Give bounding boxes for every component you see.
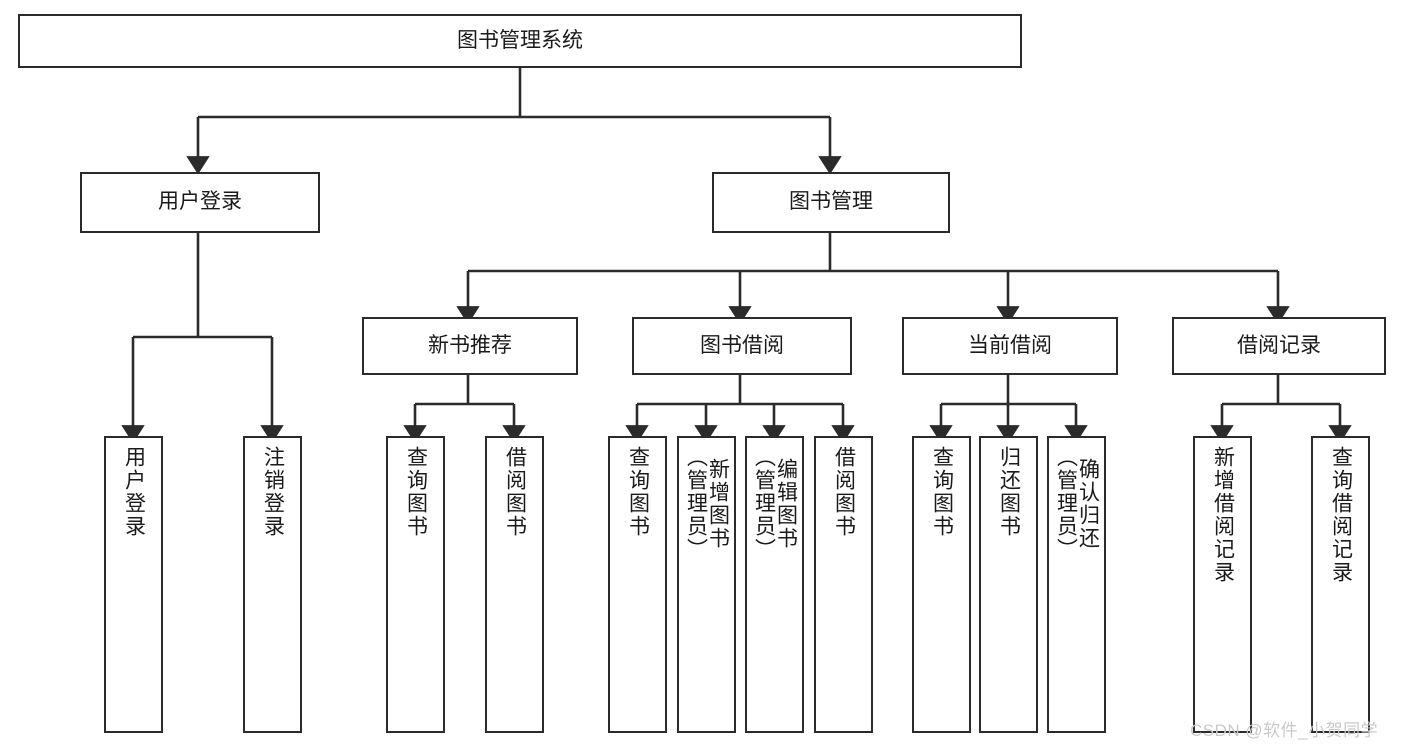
leaf-user-login[interactable]: 用户登录 — [104, 436, 163, 733]
leaf-borrow-add-book-admin[interactable]: 新增图书 （管理员） — [677, 436, 736, 733]
node-label: 图书管理 — [789, 190, 873, 214]
leaf-borrow-borrow-book[interactable]: 借阅图书 — [814, 436, 873, 733]
node-book-borrow[interactable]: 图书借阅 — [632, 317, 852, 375]
node-label: 查询图书 — [404, 446, 428, 538]
node-label: 用户登录 — [122, 446, 146, 538]
leaf-user-logout[interactable]: 注销登录 — [243, 436, 302, 733]
leaf-record-query-borrow-record[interactable]: 查询借阅记录 — [1311, 436, 1370, 733]
node-label: 查询图书 — [930, 446, 954, 538]
node-label: 编辑图书 （管理员） — [752, 446, 798, 561]
leaf-current-return-book[interactable]: 归还图书 — [979, 436, 1038, 733]
leaf-current-query-book[interactable]: 查询图书 — [912, 436, 971, 733]
node-label: 查询借阅记录 — [1329, 446, 1353, 584]
leaf-recommend-borrow-book[interactable]: 借阅图书 — [485, 436, 544, 733]
node-new-book-recommend[interactable]: 新书推荐 — [362, 317, 578, 375]
csdn-watermark: CSDN @软件_小贺同学 — [1190, 721, 1379, 740]
node-label: 图书管理系统 — [457, 28, 583, 52]
node-borrow-record[interactable]: 借阅记录 — [1172, 317, 1386, 375]
node-label: 借阅记录 — [1237, 333, 1321, 357]
leaf-recommend-query-book[interactable]: 查询图书 — [386, 436, 445, 733]
node-label: 借阅图书 — [503, 446, 527, 538]
leaf-record-add-borrow-record[interactable]: 新增借阅记录 — [1193, 436, 1252, 733]
leaf-borrow-edit-book-admin[interactable]: 编辑图书 （管理员） — [745, 436, 804, 733]
node-label: 用户登录 — [158, 190, 242, 214]
node-label: 图书借阅 — [700, 333, 784, 357]
node-label: 借阅图书 — [832, 446, 856, 538]
leaf-borrow-query-book[interactable]: 查询图书 — [608, 436, 667, 733]
node-label: 当前借阅 — [968, 333, 1052, 357]
node-label: 新书推荐 — [428, 333, 512, 357]
node-label: 归还图书 — [997, 446, 1021, 538]
node-root-system[interactable]: 图书管理系统 — [18, 14, 1022, 68]
node-label: 注销登录 — [261, 446, 285, 538]
node-label: 新增借阅记录 — [1211, 446, 1235, 584]
node-book-management[interactable]: 图书管理 — [712, 172, 950, 233]
node-label: 查询图书 — [626, 446, 650, 538]
node-user-login[interactable]: 用户登录 — [80, 172, 320, 233]
node-label: 确认归还 （管理员） — [1054, 446, 1100, 561]
leaf-current-confirm-return-admin[interactable]: 确认归还 （管理员） — [1047, 436, 1106, 733]
node-label: 新增图书 （管理员） — [684, 446, 730, 561]
node-current-borrow[interactable]: 当前借阅 — [902, 317, 1118, 375]
